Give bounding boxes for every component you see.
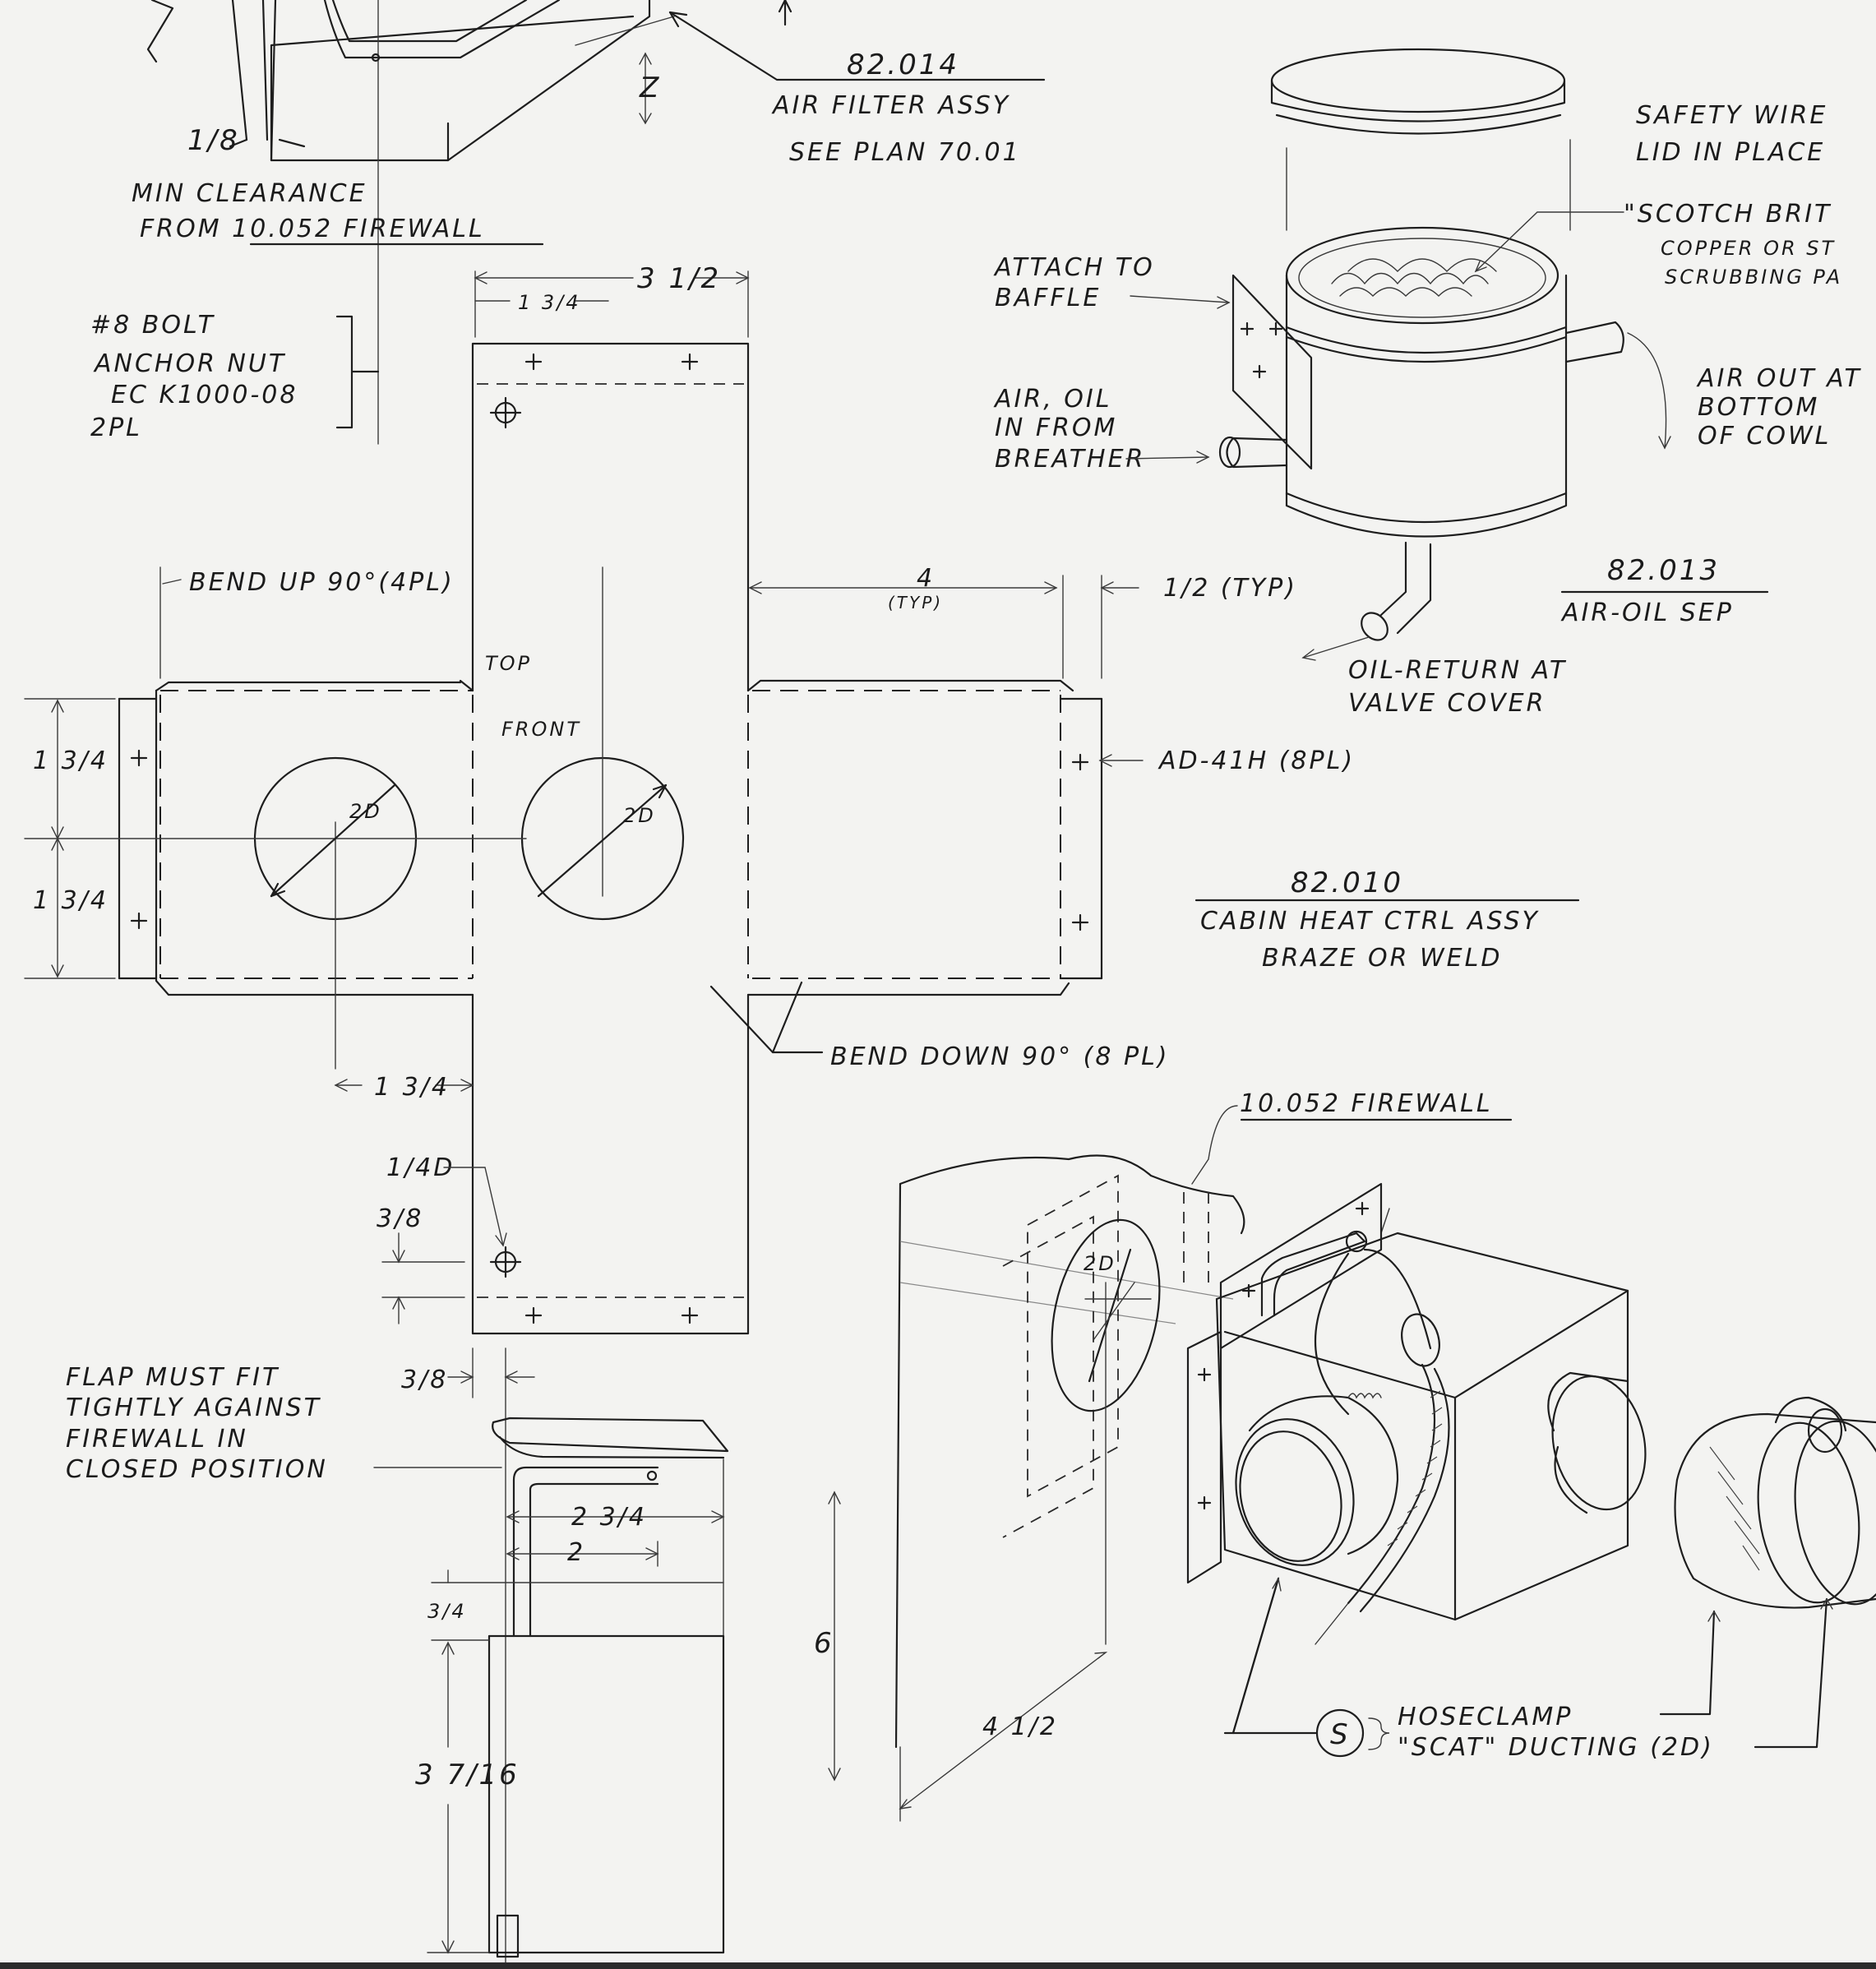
title-air-filter-assy: AIR FILTER ASSY (771, 91, 1010, 120)
dim-width-1-75: 1 3/4 (518, 291, 581, 314)
dim-three-eighths-horizontal: 3/8 (401, 1366, 448, 1394)
dim-four: 4 (917, 564, 935, 593)
flap-side-view (487, 1417, 729, 1958)
dim-width-3-5: 3 1/2 (637, 262, 721, 295)
note-hoseclamp: HOSECLAMP (1398, 1703, 1573, 1731)
dim-hole-2d-right: 2D (623, 804, 656, 827)
cabin-heat-isometric-view (828, 1154, 1876, 1822)
note-oil-return-1: OIL-RETURN AT (1348, 656, 1567, 685)
note-flap-line-1: FLAP MUST FIT (66, 1363, 280, 1392)
note-air-out-1: AIR OUT AT (1696, 364, 1862, 393)
note-attach-1: ATTACH TO (993, 253, 1155, 282)
note-bend-up: BEND UP 90°(4PL) (189, 568, 455, 597)
dim-width-2-75: 2 3/4 (571, 1503, 647, 1532)
air-filter-view (146, 0, 1046, 445)
note-air-in-3: BREATHER (995, 445, 1145, 474)
note-safety-wire-1: SAFETY WIRE (1636, 101, 1827, 130)
note-flap-line-2: TIGHTLY AGAINST (66, 1394, 321, 1422)
note-attach-2: BAFFLE (995, 284, 1101, 312)
note-ad41h: AD-41H (8PL) (1157, 746, 1355, 775)
note-scotch-2: COPPER OR ST (1661, 237, 1836, 260)
note-safety-wire-2: LID IN PLACE (1636, 138, 1825, 167)
dim-three-eighths-vertical: 3/8 (377, 1204, 423, 1233)
part-number-cabin-heat: 82.010 (1291, 867, 1403, 899)
title-braze-or-weld: BRAZE OR WELD (1262, 944, 1502, 973)
note-air-out-3: OF COWL (1698, 422, 1831, 451)
dim-height-3-4: 3/4 (427, 1600, 467, 1623)
dim-one-eighth: 1/8 (187, 124, 240, 157)
scan-edge-strip (0, 1962, 1876, 1969)
note-bolt-line-2: ANCHOR NUT (93, 349, 286, 378)
note-bolt-line-3: EC K1000-08 (111, 381, 298, 409)
dim-height-1-75-upper: 1 3/4 (33, 746, 109, 775)
note-air-in-2: IN FROM (995, 414, 1117, 442)
note-quarter-d: 1/4D (386, 1153, 455, 1182)
note-air-in-1: AIR, OIL (993, 385, 1111, 414)
title-cabin-heat-ctrl: CABIN HEAT CTRL ASSY (1200, 907, 1540, 936)
note-from-firewall: FROM 10.052 FIREWALL (140, 215, 485, 243)
dim-typ: (TYP) (888, 593, 943, 612)
dim-z: Z (639, 72, 661, 104)
note-bolt-line-1: #8 BOLT (90, 311, 215, 340)
symbol-s-letter: S (1330, 1718, 1351, 1751)
note-flap-line-4: CLOSED POSITION (66, 1455, 328, 1484)
note-scotch-1: "SCOTCH BRIT (1624, 200, 1832, 229)
note-oil-return-2: VALVE COVER (1348, 689, 1546, 718)
note-air-out-2: BOTTOM (1698, 393, 1819, 422)
dim-iso-four-half: 4 1/2 (982, 1712, 1058, 1741)
flat-pattern (24, 342, 1103, 1335)
dim-bottom-1-75: 1 3/4 (374, 1073, 450, 1102)
dim-height-3-7-16: 3 7/16 (415, 1759, 520, 1791)
air-oil-separator-view (1218, 48, 1624, 641)
note-bend-down: BEND DOWN 90° (8 PL) (830, 1042, 1170, 1071)
dim-half-typ: 1/2 (TYP) (1163, 574, 1297, 603)
label-top: TOP (485, 652, 532, 675)
title-air-oil-sep: AIR-OIL SEP (1560, 599, 1734, 627)
note-bolt-line-4: 2PL (90, 414, 142, 442)
note-see-plan: SEE PLAN 70.01 (789, 138, 1021, 167)
note-min-clearance: MIN CLEARANCE (132, 179, 367, 208)
dim-width-2: 2 (567, 1538, 585, 1567)
dim-height-1-75-lower: 1 3/4 (33, 886, 109, 915)
label-front: FRONT (501, 718, 581, 741)
note-scat-ducting: "SCAT" DUCTING (2D) (1398, 1733, 1714, 1762)
note-flap-line-3: FIREWALL IN (66, 1425, 248, 1454)
part-number-air-oil-sep: 82.013 (1607, 554, 1720, 587)
dim-hole-2d-left: 2D (349, 800, 382, 823)
dim-iso-2d: 2D (1084, 1252, 1116, 1275)
note-scotch-3: SCRUBBING PA (1665, 266, 1842, 289)
dim-iso-six: 6 (814, 1627, 834, 1660)
label-firewall-ref: 10.052 FIREWALL (1240, 1089, 1493, 1118)
part-number-air-filter: 82.014 (847, 49, 959, 81)
